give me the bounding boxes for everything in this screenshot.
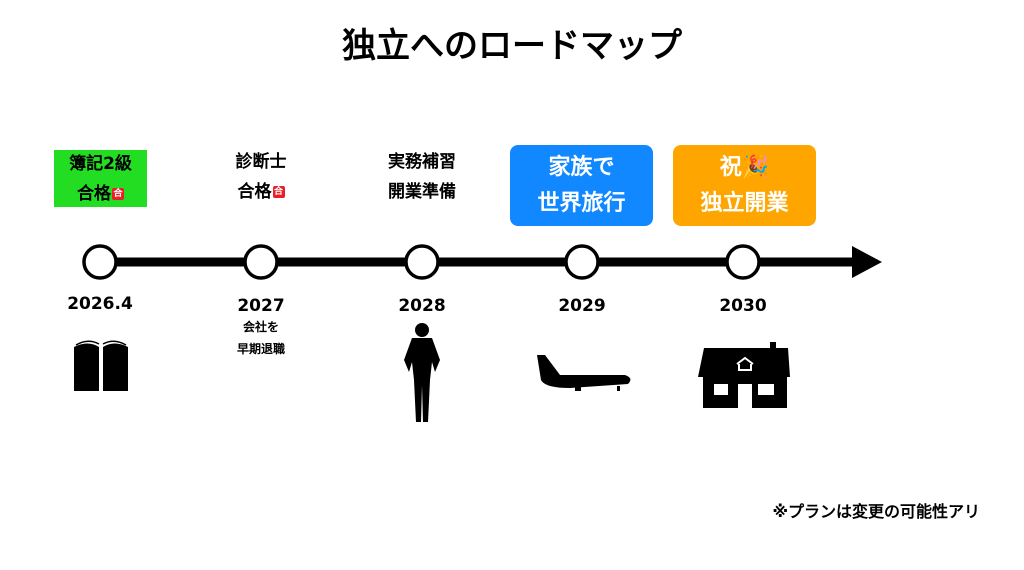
label-line1: 家族で — [548, 154, 615, 180]
label-line2: 世界旅行 — [537, 190, 626, 216]
milestone-marker — [243, 244, 279, 280]
milestone-label-2028: 実務補習 開業準備 — [362, 147, 482, 207]
book-icon — [74, 340, 128, 391]
year-label: 2026.4 — [67, 294, 133, 314]
milestone-label-2026: 簿記2級 合格合 — [54, 150, 147, 207]
label-line1: 祝🎉 — [719, 154, 770, 180]
year-label: 2030 — [719, 296, 767, 316]
milestone-sub-line2: 早期退職 — [236, 342, 285, 356]
milestone-label-2030: 祝🎉 独立開業 — [673, 145, 816, 226]
label-line2: 開業準備 — [388, 182, 456, 202]
label-line2: 合格合 — [237, 182, 285, 202]
milestone-label-2029: 家族で 世界旅行 — [510, 145, 653, 226]
year-label: 2027 — [237, 296, 285, 316]
pass-badge-icon: 合 — [112, 187, 124, 200]
airplane-icon — [537, 355, 631, 391]
disclaimer-note: ※プランは変更の可能性アリ — [772, 502, 980, 521]
milestone-marker — [564, 244, 600, 280]
milestone-sub-line1: 会社を — [242, 320, 279, 334]
timeline-arrowhead — [852, 246, 882, 278]
page-title: 独立へのロードマップ — [342, 26, 682, 66]
person-icon — [404, 323, 440, 422]
pass-badge-icon: 合 — [272, 186, 285, 198]
year-label: 2029 — [558, 296, 606, 316]
house-icon — [698, 342, 790, 408]
year-label: 2028 — [398, 296, 446, 316]
milestone-marker — [82, 244, 118, 280]
milestone-marker — [404, 244, 440, 280]
milestone-label-2027: 診断士 合格合 — [201, 147, 321, 207]
label-line1: 実務補習 — [388, 152, 456, 172]
label-line2: 合格合 — [77, 183, 124, 204]
label-line1: 簿記2級 — [69, 153, 132, 174]
milestone-marker — [725, 244, 761, 280]
label-line1: 診断士 — [235, 152, 287, 172]
label-line2: 独立開業 — [700, 190, 789, 216]
